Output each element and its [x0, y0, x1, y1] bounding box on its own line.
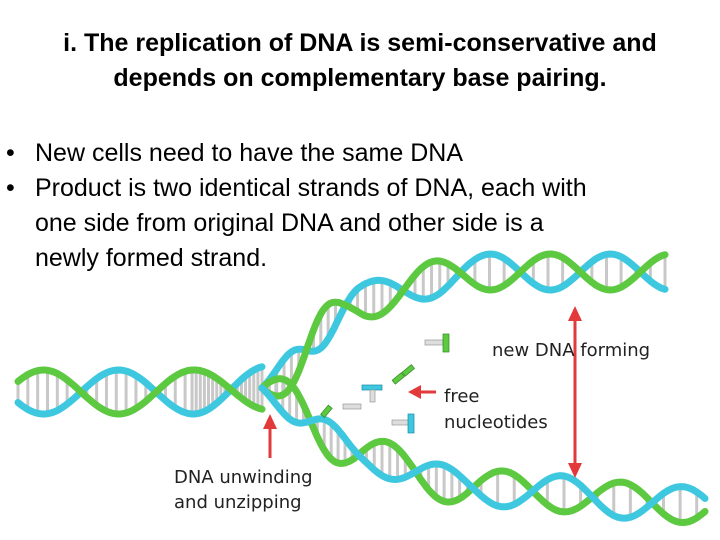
bullet-marker: • [6, 174, 15, 202]
nucleotide [320, 404, 333, 419]
nucleotide [407, 413, 415, 434]
nucleotide [424, 339, 444, 346]
arrow-up-head [568, 306, 582, 321]
label-new-dna: new DNA forming [492, 340, 650, 361]
daughter-upper-old-strand [258, 250, 669, 392]
arrows [263, 306, 582, 478]
daughter-upper-new-strand [258, 250, 669, 400]
arrow-up-head [263, 414, 277, 429]
bullet-text-line: one side from original DNA and other sid… [35, 209, 544, 237]
daughter-lower-new-strand [258, 384, 709, 522]
bullet-item: • New cells need to have the same DNA [6, 136, 706, 171]
parent-strand-blue [14, 363, 266, 418]
bullet-text: New cells need to have the same DNA [35, 139, 463, 167]
arrow-down-head [568, 463, 582, 478]
bullet-list: • New cells need to have the same DNA • … [6, 136, 706, 276]
label-free: free [444, 386, 480, 407]
nucleotide [342, 403, 362, 410]
bullet-marker: • [6, 139, 15, 167]
bullet-text-line: Product is two identical strands of DNA,… [35, 174, 587, 202]
free-nucleotides [320, 333, 450, 434]
nucleotide [391, 372, 406, 385]
nucleotide [442, 333, 450, 353]
slide-title: i. The replication of DNA is semi-conser… [18, 26, 702, 96]
parent-strand-green [14, 366, 266, 418]
diagram-labels: new DNA forming free nucleotides DNA unw… [174, 340, 650, 513]
nucleotide [401, 364, 416, 377]
strands [14, 250, 709, 527]
nucleotide [361, 384, 383, 391]
rungs [16, 254, 699, 523]
arrow-left-head [408, 385, 421, 399]
bullet-text-line: newly formed strand. [35, 244, 268, 272]
label-nucleotides: nucleotides [444, 412, 548, 433]
nucleotide [391, 419, 411, 426]
label-and-unzipping: and unzipping [174, 492, 302, 513]
label-dna-unwinding: DNA unwinding [174, 467, 313, 488]
title-line-2: depends on complementary base pairing. [113, 64, 607, 92]
title-line-1: i. The replication of DNA is semi-conser… [63, 29, 657, 57]
nucleotide [369, 389, 376, 403]
bullet-item: • Product is two identical strands of DN… [6, 171, 706, 276]
